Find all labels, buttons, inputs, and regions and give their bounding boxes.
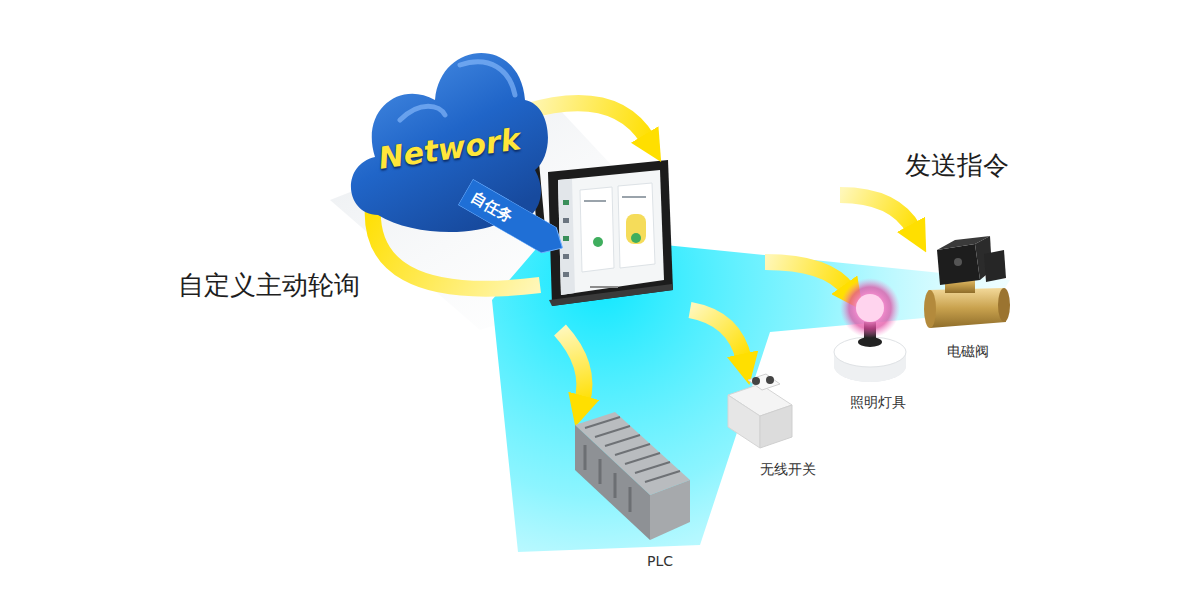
tablet-device: [631, 233, 641, 243]
lamp-illustration: [856, 294, 884, 322]
yellow-arrows: [840, 195, 914, 230]
valve-illustration: [998, 288, 1010, 322]
tablet-device: [580, 187, 614, 272]
switch-illustration: [752, 377, 760, 385]
plc-illustration: [575, 425, 650, 540]
cloud-node: Network自任务: [340, 25, 550, 245]
yellow-arrows: [373, 103, 914, 402]
note-text: 发送指令: [905, 148, 1009, 183]
tablet-device: [563, 272, 569, 277]
valve-illustration: [937, 244, 980, 285]
tablet-device: [590, 286, 618, 288]
switch-illustration: [766, 376, 774, 384]
switch-illustration: [728, 374, 792, 448]
tablet-device: [622, 196, 646, 198]
tablet-device: [593, 237, 603, 247]
tablet-device: [618, 183, 655, 268]
tablet-device: [548, 160, 673, 306]
tablet-device: [563, 236, 569, 241]
note-text: 自定义主动轮询: [178, 268, 360, 303]
valve-illustration: [924, 290, 936, 328]
valve-illustration: [954, 258, 962, 266]
tablet-device: [558, 170, 664, 295]
switch-illustration: [748, 374, 780, 390]
valve-device: 电磁阀: [923, 232, 1013, 362]
valve-illustration: [928, 288, 1006, 328]
lamp-illustration: [834, 278, 906, 382]
plc-illustration: [650, 480, 690, 540]
yellow-arrows: [560, 330, 584, 402]
tablet-device: [548, 160, 673, 306]
switch-illustration: [728, 395, 760, 448]
node-text: 照明灯具: [830, 393, 926, 411]
tablet-device: [563, 218, 569, 223]
cloud-highlight: [400, 62, 515, 120]
valve-illustration: [924, 236, 1010, 328]
node-text: PLC: [600, 552, 720, 570]
tablet-device: [584, 200, 606, 202]
tablet-device: [563, 200, 569, 205]
node-text: 无线开关: [740, 460, 836, 478]
tablet-device: [563, 254, 569, 259]
tag-arrow-fill: [458, 179, 570, 261]
switch-device: 无线开关: [740, 370, 836, 480]
lamp-device: 照明灯具: [830, 285, 926, 413]
switch-illustration: [760, 405, 792, 448]
yellow-arrows: [690, 310, 744, 360]
plc-illustration: [575, 412, 690, 540]
plc-device: PLC: [600, 410, 720, 572]
tablet-device: [558, 179, 575, 295]
tablet-device: [626, 214, 646, 244]
plc-illustration: [585, 445, 630, 512]
valve-illustration: [984, 250, 1006, 282]
lamp-illustration: [840, 278, 900, 338]
yellow-arrows: [765, 262, 848, 290]
node-text: 电磁阀: [923, 342, 1013, 360]
